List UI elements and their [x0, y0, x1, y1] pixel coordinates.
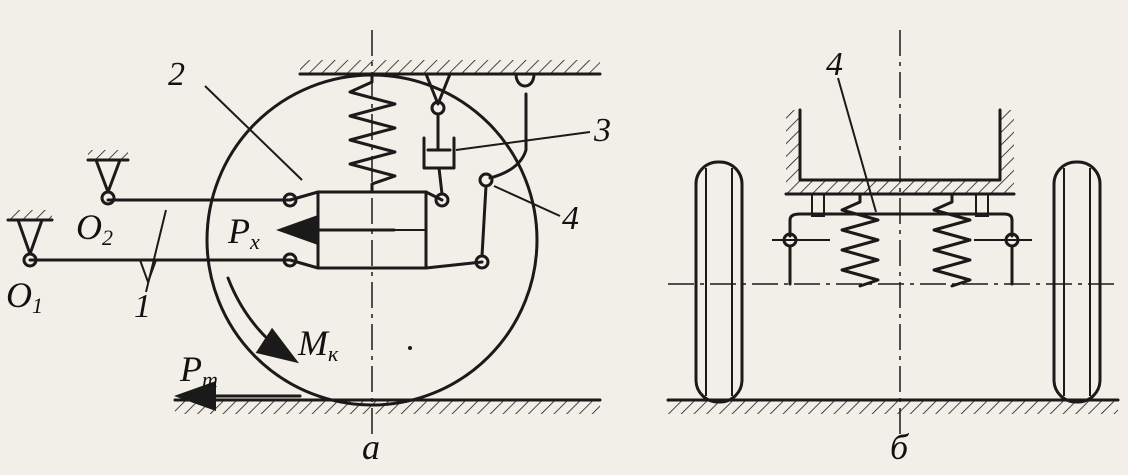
pivot-o1-support: [6, 210, 54, 268]
leader-4b: [837, 77, 877, 213]
caption-b: б: [890, 427, 909, 467]
figure-a: [6, 30, 602, 440]
label-part-1: 1: [134, 288, 151, 325]
right-wheel: [1052, 160, 1102, 404]
body-frame-hatch: [300, 60, 600, 74]
left-spring: [840, 192, 880, 288]
label-part-2: 2: [168, 56, 185, 93]
moment-mk-arrow: [226, 276, 300, 364]
label-force-px: Px: [228, 211, 260, 254]
caption-a: а: [362, 427, 380, 467]
label-part-4-b: 4: [826, 46, 843, 83]
road-hatch-a: [175, 400, 600, 414]
pivot-o2-support: [86, 150, 130, 206]
right-spring: [932, 192, 972, 288]
joint-lower-left: [282, 252, 298, 268]
left-wheel: [694, 160, 744, 404]
label-pivot-o1: O1: [6, 275, 43, 318]
leader-2: [204, 85, 303, 181]
label-part-3: 3: [594, 112, 611, 149]
stabilizer-bar-front: [772, 193, 1032, 286]
figure-b: [666, 30, 1120, 440]
lower-link-right: [424, 260, 484, 270]
label-pivot-o2: O2: [76, 207, 113, 250]
road-hatch-b: [668, 400, 1118, 414]
leader-3: [455, 131, 591, 151]
coil-spring: [348, 72, 397, 194]
joint-upper-left: [282, 192, 298, 208]
label-part-4-a: 4: [562, 200, 579, 237]
leader-1: [145, 209, 167, 293]
shock-absorber: [422, 72, 456, 196]
leader-4a: [493, 185, 561, 217]
label-force-pt: Pт: [180, 349, 218, 392]
upper-link-right: [424, 190, 444, 202]
wheel-center-dot: [408, 346, 412, 350]
label-moment-mk: Mк: [298, 323, 339, 366]
stabilizer-bar-side: [478, 72, 536, 258]
vehicle-body: [784, 108, 1016, 196]
